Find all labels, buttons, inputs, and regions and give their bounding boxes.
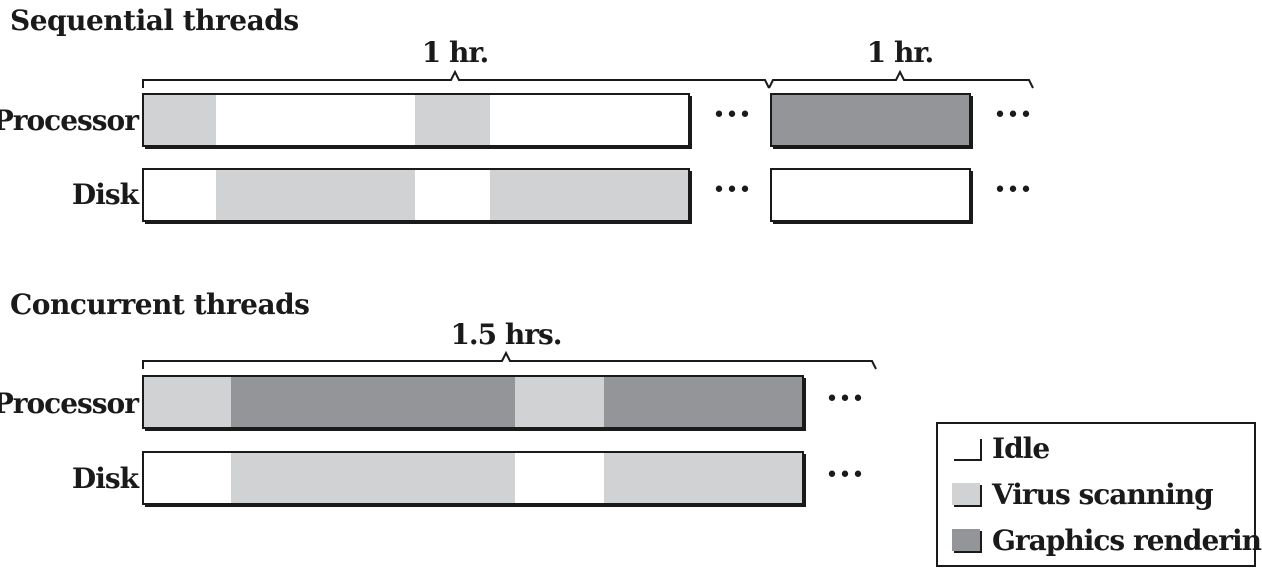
svg-text:•••: ••• bbox=[713, 178, 752, 203]
concurrent-processor-label: Processor bbox=[0, 387, 140, 420]
svg-text:•••: ••• bbox=[826, 387, 865, 412]
segment-virus-scanning bbox=[515, 376, 604, 428]
segment-idle bbox=[415, 169, 490, 221]
legend-swatch-idle bbox=[952, 437, 980, 459]
concurrent-processor-ellipsis: ••• bbox=[826, 387, 865, 412]
concurrent-disk-label: Disk bbox=[72, 462, 140, 495]
segment-graphics-rendering bbox=[771, 94, 970, 146]
legend: Idle Virus scanning Graphics rendering bbox=[936, 422, 1262, 567]
sequential-title: Sequential threads bbox=[10, 4, 299, 37]
sequential-brace-2 bbox=[768, 69, 1034, 89]
sequential-section: Sequential threads 1 hr. 1 hr. Processor… bbox=[0, 4, 1034, 224]
sequential-disk-ellipsis-2: ••• bbox=[994, 178, 1033, 203]
sequential-processor-bar-2 bbox=[770, 93, 973, 149]
sequential-disk-bar-2 bbox=[770, 168, 973, 224]
svg-text:•••: ••• bbox=[713, 103, 752, 128]
legend-label-virus-scanning: Virus scanning bbox=[991, 478, 1213, 511]
concurrent-title: Concurrent threads bbox=[10, 288, 309, 321]
segment-idle bbox=[143, 169, 216, 221]
segment-idle bbox=[143, 452, 231, 504]
sequential-disk-label: Disk bbox=[72, 178, 140, 211]
sequential-duration-1: 1 hr. bbox=[422, 36, 489, 69]
legend-swatch-virus-scanning bbox=[952, 483, 980, 505]
legend-item-virus-scanning: Virus scanning bbox=[952, 478, 1214, 511]
legend-label-graphics-rendering: Graphics rendering bbox=[992, 524, 1262, 557]
legend-item-graphics-rendering: Graphics rendering bbox=[952, 524, 1262, 557]
segment-virus-scanning bbox=[231, 452, 515, 504]
sequential-processor-ellipsis-1: ••• bbox=[713, 103, 752, 128]
sequential-duration-2: 1 hr. bbox=[867, 36, 934, 69]
sequential-processor-bar-1 bbox=[142, 93, 692, 149]
segment-virus-scanning bbox=[143, 376, 231, 428]
segment-idle bbox=[490, 94, 689, 146]
segment-virus-scanning bbox=[216, 169, 415, 221]
segment-idle bbox=[515, 452, 604, 504]
segment-idle bbox=[771, 169, 970, 221]
concurrent-section: Concurrent threads 1.5 hrs. Processor ••… bbox=[0, 288, 877, 507]
sequential-processor-ellipsis-2: ••• bbox=[994, 103, 1033, 128]
concurrent-duration: 1.5 hrs. bbox=[450, 318, 561, 351]
segment-virus-scanning bbox=[415, 94, 490, 146]
segment-virus-scanning bbox=[490, 169, 689, 221]
sequential-disk-ellipsis-1: ••• bbox=[713, 178, 752, 203]
legend-item-idle: Idle bbox=[952, 432, 1050, 465]
segment-graphics-rendering bbox=[604, 376, 803, 428]
legend-box bbox=[936, 422, 1256, 567]
concurrent-brace bbox=[142, 350, 877, 370]
segment-graphics-rendering bbox=[231, 376, 515, 428]
svg-text:•••: ••• bbox=[826, 463, 865, 488]
legend-label-idle: Idle bbox=[992, 432, 1049, 465]
sequential-brace-1 bbox=[142, 69, 770, 89]
concurrent-disk-ellipsis: ••• bbox=[826, 463, 865, 488]
segment-idle bbox=[216, 94, 415, 146]
concurrent-disk-bar bbox=[142, 451, 806, 507]
segment-virus-scanning bbox=[143, 94, 216, 146]
legend-swatch-graphics-rendering bbox=[952, 529, 980, 551]
sequential-disk-bar-1 bbox=[142, 168, 692, 224]
concurrent-processor-bar bbox=[142, 375, 806, 431]
segment-virus-scanning bbox=[604, 452, 803, 504]
svg-text:•••: ••• bbox=[994, 103, 1033, 128]
svg-text:•••: ••• bbox=[994, 178, 1033, 203]
sequential-processor-label: Processor bbox=[0, 104, 140, 137]
